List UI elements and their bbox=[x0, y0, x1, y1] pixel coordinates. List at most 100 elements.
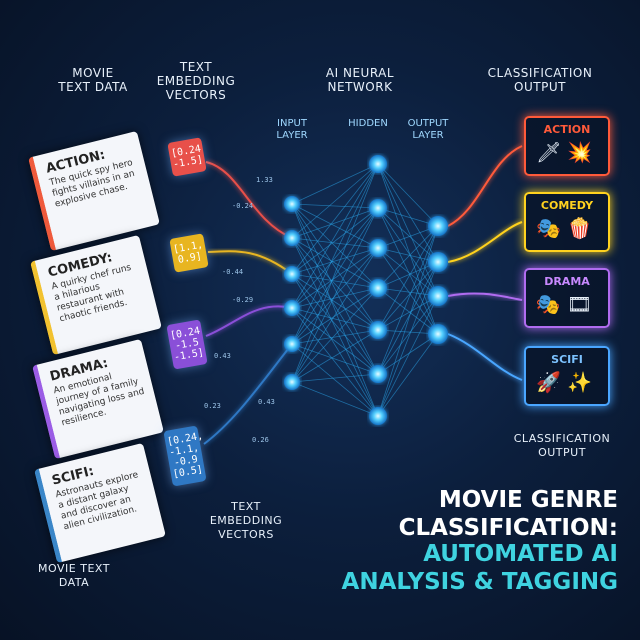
network-edge bbox=[291, 207, 379, 275]
network-edge bbox=[377, 207, 439, 263]
annotation-number: -0.29 bbox=[232, 296, 254, 304]
network-edge bbox=[291, 237, 379, 289]
rocket-sparkle-icon: 🚀✨ bbox=[536, 370, 598, 394]
network-edge bbox=[377, 225, 439, 417]
annotation-number: 0.26 bbox=[252, 436, 269, 444]
footer-classification-output: CLASSIFICATION OUTPUT bbox=[513, 432, 611, 459]
network-edge bbox=[377, 247, 439, 335]
network-edge bbox=[291, 203, 379, 375]
layer-label-hidden: HIDDEN bbox=[348, 118, 388, 129]
network-edge bbox=[377, 261, 439, 417]
network-edge bbox=[291, 203, 379, 289]
output-box-scifi: SCIFI 🚀✨ bbox=[524, 346, 610, 406]
output-label: ACTION bbox=[543, 123, 591, 136]
network-edge bbox=[291, 273, 379, 289]
network-edge bbox=[377, 295, 439, 417]
network-edge bbox=[291, 329, 379, 383]
title-block-primary: MOVIE GENRE CLASSIFICATION: bbox=[399, 486, 618, 542]
network-edge bbox=[377, 163, 439, 335]
network-edge bbox=[377, 163, 439, 297]
annotation-number: -0.24 bbox=[232, 202, 254, 210]
network-edge bbox=[377, 295, 439, 331]
output-label: DRAMA bbox=[544, 275, 590, 288]
network-node bbox=[369, 155, 387, 173]
masks-film-icon: 🎭🎞 bbox=[535, 292, 599, 316]
output-label: SCIFI bbox=[551, 353, 583, 366]
header-ai-neural-network: AI NEURAL NETWORK bbox=[325, 66, 395, 94]
flow-curve-action bbox=[205, 161, 293, 239]
output-curve-drama bbox=[447, 292, 523, 301]
flow-curve-drama bbox=[205, 305, 293, 337]
network-edge bbox=[291, 273, 379, 375]
network-edge bbox=[377, 261, 439, 375]
network-edge bbox=[377, 207, 439, 297]
flow-curve-comedy bbox=[207, 250, 293, 275]
network-edge bbox=[291, 163, 379, 275]
network-node bbox=[284, 266, 300, 282]
vector-comedy: [1.1, 0.9] bbox=[169, 233, 209, 273]
network-edge bbox=[291, 163, 379, 205]
network-edge bbox=[291, 207, 379, 239]
output-curve-scifi bbox=[447, 333, 523, 381]
network-edge bbox=[291, 237, 379, 417]
annotation-number: -0.44 bbox=[222, 268, 244, 276]
header-classification-output: CLASSIFICATION OUTPUT bbox=[487, 66, 593, 94]
network-edge bbox=[291, 163, 379, 239]
title-line-4: ANALYSIS & TAGGING bbox=[341, 569, 618, 595]
title-line-2: CLASSIFICATION: bbox=[398, 515, 618, 541]
network-node bbox=[369, 321, 387, 339]
network-edge bbox=[291, 237, 379, 331]
network-edge bbox=[377, 287, 439, 297]
network-edge bbox=[291, 237, 379, 375]
network-edge bbox=[377, 225, 439, 289]
network-edge bbox=[377, 225, 439, 331]
network-edge bbox=[291, 247, 379, 345]
network-edge bbox=[377, 163, 439, 263]
network-edge bbox=[291, 207, 379, 345]
title-line-3: AUTOMATED AI bbox=[423, 541, 618, 567]
network-edge bbox=[377, 329, 439, 335]
network-edge bbox=[377, 163, 439, 227]
network-edge bbox=[291, 247, 379, 309]
layer-label-input: INPUT LAYER bbox=[276, 118, 308, 141]
annotation-number: 0.23 bbox=[204, 402, 221, 410]
header-movie-text-data: MOVIE TEXT DATA bbox=[58, 66, 128, 94]
network-edge bbox=[377, 261, 439, 289]
network-edge bbox=[377, 261, 439, 331]
network-edge bbox=[291, 207, 379, 383]
network-node bbox=[428, 216, 448, 236]
network-edge bbox=[291, 287, 379, 383]
annotation-number: 0.43 bbox=[214, 352, 231, 360]
network-node bbox=[428, 286, 448, 306]
annotation-number: 1.33 bbox=[256, 176, 273, 184]
annotation-number: 0.43 bbox=[258, 398, 275, 406]
sword-explosion-icon: 🗡💥 bbox=[535, 140, 599, 164]
network-edge bbox=[291, 203, 379, 331]
network-edge bbox=[377, 287, 439, 335]
network-edge bbox=[291, 207, 379, 309]
network-node bbox=[284, 374, 300, 390]
network-node bbox=[284, 336, 300, 352]
network-edge bbox=[377, 333, 439, 375]
flow-curve-scifi bbox=[203, 343, 293, 445]
network-edge bbox=[377, 225, 439, 375]
network-node bbox=[284, 230, 300, 246]
footer-movie-text-data: MOVIE TEXT DATA bbox=[38, 562, 110, 589]
title-block-secondary: AUTOMATED AI ANALYSIS & TAGGING bbox=[342, 540, 618, 596]
network-edge bbox=[377, 295, 439, 375]
network-edge bbox=[291, 287, 379, 309]
network-edge bbox=[291, 247, 379, 383]
network-edge bbox=[291, 381, 379, 417]
network-edge bbox=[291, 237, 379, 249]
network-edge bbox=[291, 163, 379, 383]
output-curve-action bbox=[447, 145, 523, 227]
network-edge bbox=[291, 163, 379, 345]
network-node bbox=[284, 196, 300, 212]
output-label: COMEDY bbox=[540, 199, 594, 212]
network-node bbox=[369, 279, 387, 297]
network-node bbox=[369, 365, 387, 383]
output-box-drama: DRAMA 🎭🎞 bbox=[524, 268, 610, 328]
output-box-comedy: COMEDY 🎭🍿 bbox=[524, 192, 610, 252]
